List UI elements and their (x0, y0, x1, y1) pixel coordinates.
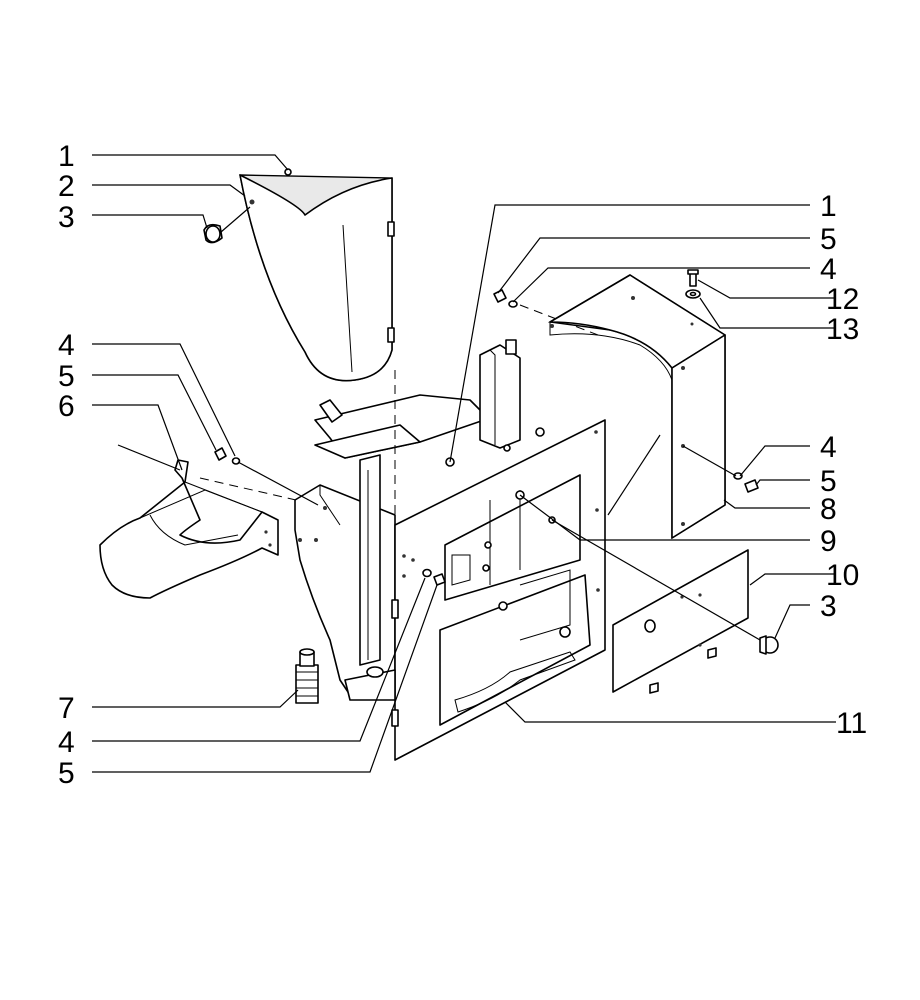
part-10-side-plate (612, 549, 749, 694)
callout-8: 8 (820, 493, 837, 526)
callout-4-right-top: 4 (820, 253, 837, 286)
callout-6: 6 (58, 390, 75, 423)
part-5-screw-upper (493, 289, 507, 303)
main-frame-assembly (294, 339, 606, 761)
part-1-screw-top (284, 168, 292, 176)
leader-lines (92, 154, 836, 773)
part-5-screw-right (744, 479, 759, 493)
callout-4-left: 4 (58, 329, 75, 362)
part-6-lower-duct (99, 459, 279, 599)
part-4-washer-upper (508, 300, 518, 308)
part-3-knob-left (203, 206, 251, 244)
part-13-washer (685, 289, 701, 299)
callout-9: 9 (820, 525, 837, 558)
callout-labels: 1 2 3 4 5 6 7 4 5 1 5 4 12 13 4 5 8 9 10… (58, 140, 867, 790)
callout-3-right: 3 (820, 590, 837, 623)
callout-1-right: 1 (820, 190, 837, 223)
callout-3-left: 3 (58, 201, 75, 234)
callout-7: 7 (58, 692, 75, 725)
part-2-upper-cover (239, 174, 395, 382)
callout-4-bottom: 4 (58, 726, 75, 759)
part-4-washer-left (231, 457, 241, 465)
part-7-fitting (295, 648, 319, 704)
part-8-right-cover (547, 274, 726, 540)
assembly-guide-lines (199, 304, 599, 520)
part-5-screw-front (433, 573, 446, 586)
part-5-screw-left (214, 447, 227, 461)
callout-4-right-mid: 4 (820, 431, 837, 464)
callout-11: 11 (836, 707, 867, 740)
callout-2: 2 (58, 170, 75, 203)
callout-10: 10 (826, 559, 859, 592)
callout-5-bottom: 5 (58, 757, 75, 790)
callout-13: 13 (826, 313, 859, 346)
part-4-washer-front (422, 568, 432, 578)
callout-5-left: 5 (58, 360, 75, 393)
part-4-washer-right (733, 472, 743, 480)
part-12-screw (687, 269, 699, 287)
callout-5-right-top: 5 (820, 223, 837, 256)
part-3-knob-right (759, 635, 779, 655)
callout-12: 12 (826, 283, 859, 316)
callout-5-right-mid: 5 (820, 465, 837, 498)
callout-1-top-left: 1 (58, 140, 75, 173)
